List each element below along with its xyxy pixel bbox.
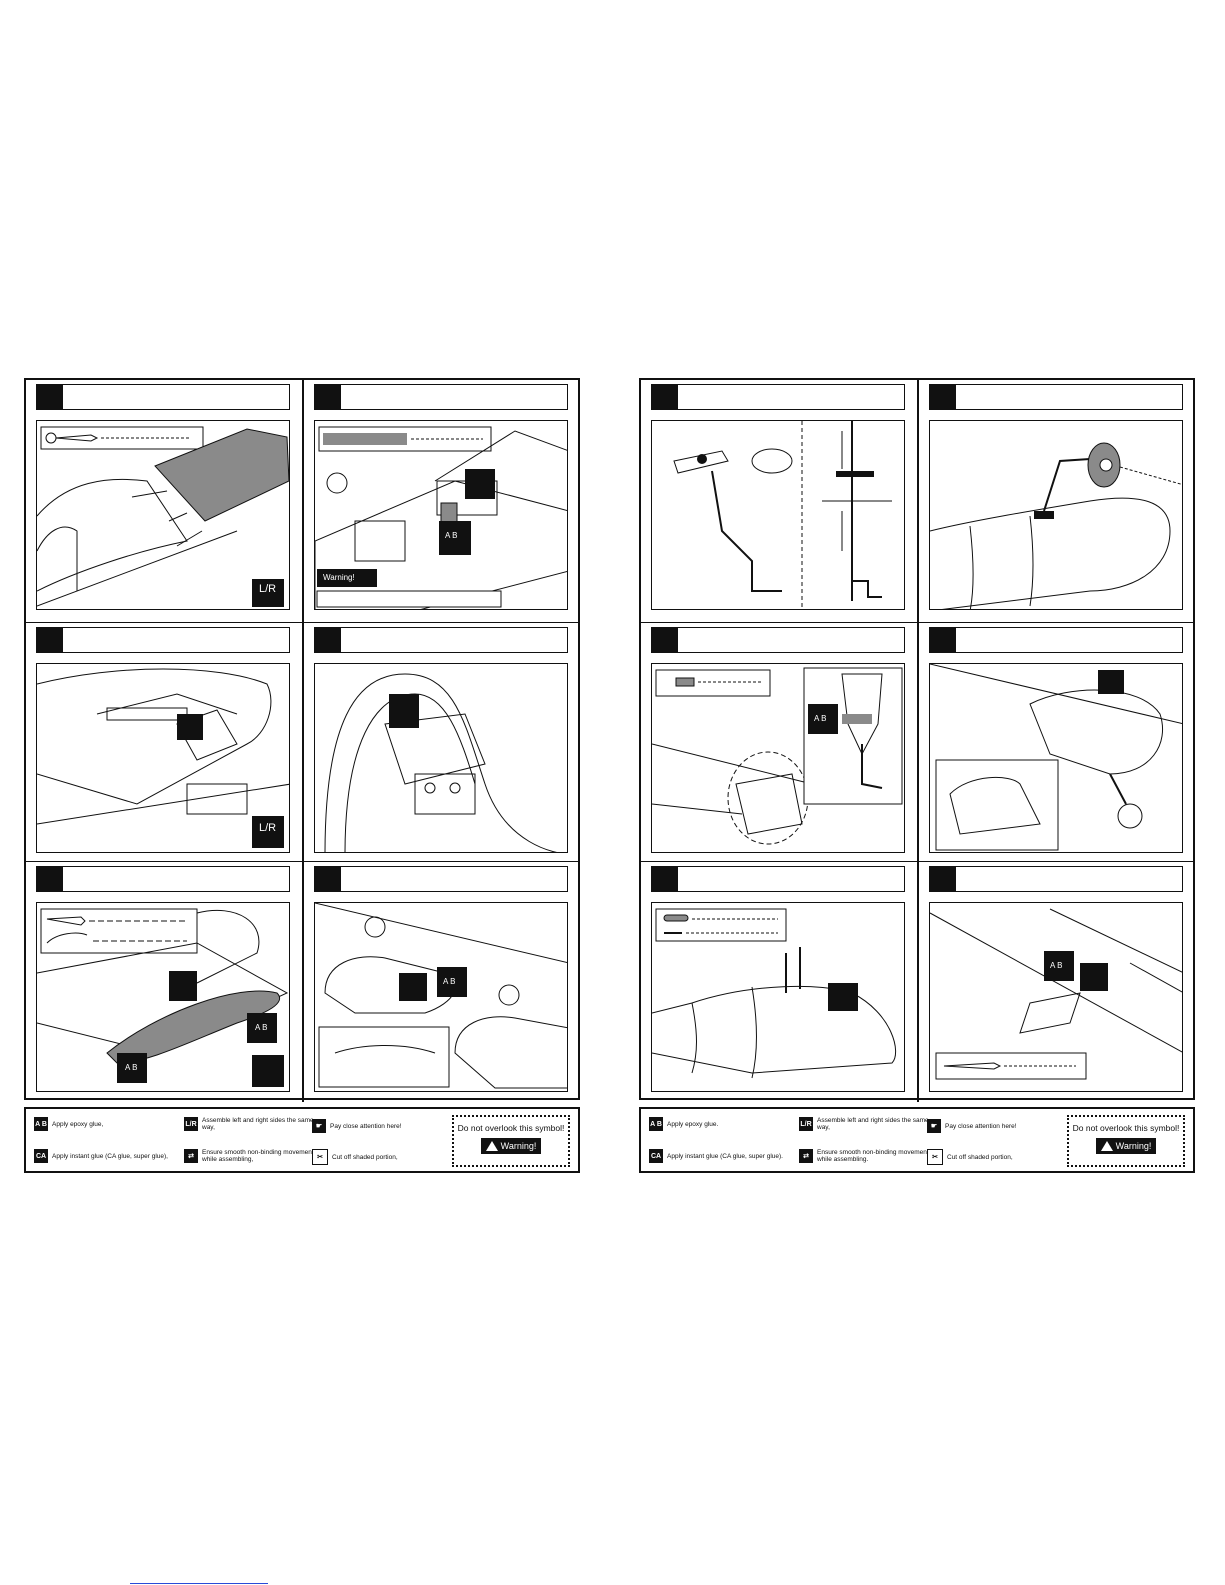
step-header xyxy=(314,866,568,892)
ca-glue-icon: CA xyxy=(649,1149,663,1163)
step-panel-wing-hinge: L/R xyxy=(26,380,302,622)
epoxy-glue-icon: A B xyxy=(810,712,831,725)
step-number-box xyxy=(315,385,341,409)
legend-item-ca: CA Apply instant glue (CA glue, super gl… xyxy=(34,1149,168,1163)
step-panel-gear-block: A B xyxy=(641,623,917,865)
legend-item-smooth: ⇄ Ensure smooth non-binding movement whi… xyxy=(799,1149,937,1163)
step-header xyxy=(651,627,905,653)
column-divider xyxy=(917,380,919,1102)
legend-right: A B Apply epoxy glue. CA Apply instant g… xyxy=(639,1107,1195,1173)
legend-item-lr: L/R Assemble left and right sides the sa… xyxy=(799,1117,929,1131)
warning-badge: Warning! xyxy=(1095,1138,1157,1154)
pointing-hand-icon: ☛ xyxy=(312,1119,326,1133)
step-number-box xyxy=(930,385,956,409)
warning-badge: Warning! xyxy=(319,571,359,584)
step-number-box xyxy=(930,867,956,891)
legend-item-attention: ☛ Pay close attention here! xyxy=(312,1119,402,1133)
left-right-icon: L/R xyxy=(799,1117,813,1131)
legend-item-epoxy: A B Apply epoxy glue. xyxy=(649,1117,718,1131)
step-header xyxy=(36,384,290,410)
warning-badge: Warning! xyxy=(480,1138,542,1154)
epoxy-glue-icon: A B xyxy=(1046,959,1067,972)
legend-item-cut: ✂ Cut off shaded portion, xyxy=(312,1149,398,1165)
pointing-hand-icon: ☛ xyxy=(927,1119,941,1133)
step-header xyxy=(929,866,1183,892)
row-divider xyxy=(641,622,1193,623)
step-number-box xyxy=(315,628,341,652)
step-illustration: L/R xyxy=(36,420,290,610)
step-illustration: A B xyxy=(929,902,1183,1092)
legend-item-epoxy: A B Apply epoxy glue, xyxy=(34,1117,103,1131)
step-header xyxy=(314,627,568,653)
step-illustration: A B xyxy=(651,663,905,853)
legend-item-smooth: ⇄ Ensure smooth non-binding movement whi… xyxy=(184,1149,322,1163)
legend-item-attention: ☛ Pay close attention here! xyxy=(927,1119,1017,1133)
epoxy-glue-icon: A B xyxy=(649,1117,663,1131)
step-illustration xyxy=(929,663,1183,853)
ca-glue-icon: CA xyxy=(34,1149,48,1163)
lr-icon: L/R xyxy=(259,583,277,595)
step-illustration: A B A B xyxy=(36,902,290,1092)
step-illustration xyxy=(651,902,905,1092)
left-right-icon: L/R xyxy=(184,1117,198,1131)
step-panel-wheel-mount xyxy=(919,380,1195,622)
right-instruction-sheet: A B xyxy=(639,378,1195,1102)
legend-item-cut: ✂ Cut off shaded portion, xyxy=(927,1149,1013,1165)
step-number-box xyxy=(652,867,678,891)
step-illustration: A B xyxy=(314,902,568,1092)
step-illustration: A B Warning! xyxy=(314,420,568,610)
epoxy-glue-icon: A B xyxy=(121,1061,142,1074)
legend-item-lr: L/R Assemble left and right sides the sa… xyxy=(184,1117,314,1131)
epoxy-glue-icon: A B xyxy=(441,529,462,542)
step-illustration xyxy=(314,663,568,853)
step-number-box xyxy=(37,385,63,409)
scissors-icon: ✂ xyxy=(927,1149,943,1165)
hyperlink-underline[interactable] xyxy=(130,1583,268,1584)
step-panel-servo: A B Warning! xyxy=(304,380,580,622)
step-number-box xyxy=(37,867,63,891)
step-panel-wing-rib: A B A B xyxy=(26,862,302,1104)
epoxy-glue-icon: A B xyxy=(439,975,460,988)
warning-icon xyxy=(1100,1141,1113,1151)
step-number-box xyxy=(652,628,678,652)
step-illustration xyxy=(651,420,905,610)
step-panel-wing-underside: L/R xyxy=(26,623,302,865)
step-number-box xyxy=(652,385,678,409)
scissors-icon: ✂ xyxy=(312,1149,328,1165)
row-divider xyxy=(641,861,1193,862)
epoxy-glue-icon: A B xyxy=(251,1021,272,1034)
warning-icon xyxy=(485,1141,498,1151)
column-divider xyxy=(302,380,304,1102)
step-illustration xyxy=(929,420,1183,610)
step-illustration: L/R xyxy=(36,663,290,853)
step-header xyxy=(651,384,905,410)
step-panel-control-horn: A B xyxy=(919,862,1195,1104)
step-header xyxy=(929,627,1183,653)
step-header xyxy=(314,384,568,410)
left-instruction-sheet: L/R A B Warning! xyxy=(24,378,580,1102)
legend-item-ca: CA Apply instant glue (CA glue, super gl… xyxy=(649,1149,783,1163)
step-number-box xyxy=(315,867,341,891)
double-arrow-icon: ⇄ xyxy=(184,1149,198,1163)
step-panel-nose-mount xyxy=(641,862,917,1104)
warning-notice: Do not overlook this symbol! Warning! xyxy=(1067,1115,1185,1167)
epoxy-glue-icon: A B xyxy=(34,1117,48,1131)
step-number-box xyxy=(930,628,956,652)
step-number-box xyxy=(37,628,63,652)
step-panel-engine-nacelles: A B xyxy=(304,862,580,1104)
row-divider xyxy=(26,861,578,862)
legend-left: A B Apply epoxy glue, CA Apply instant g… xyxy=(24,1107,580,1173)
step-panel-landing-gear-wire xyxy=(641,380,917,622)
step-header xyxy=(651,866,905,892)
step-panel-fuselage-hatch xyxy=(304,623,580,865)
step-header xyxy=(36,627,290,653)
step-panel-nose-gear xyxy=(919,623,1195,865)
step-header xyxy=(36,866,290,892)
lr-icon: L/R xyxy=(259,822,277,834)
double-arrow-icon: ⇄ xyxy=(799,1149,813,1163)
step-header xyxy=(929,384,1183,410)
warning-notice: Do not overlook this symbol! Warning! xyxy=(452,1115,570,1167)
row-divider xyxy=(26,622,578,623)
